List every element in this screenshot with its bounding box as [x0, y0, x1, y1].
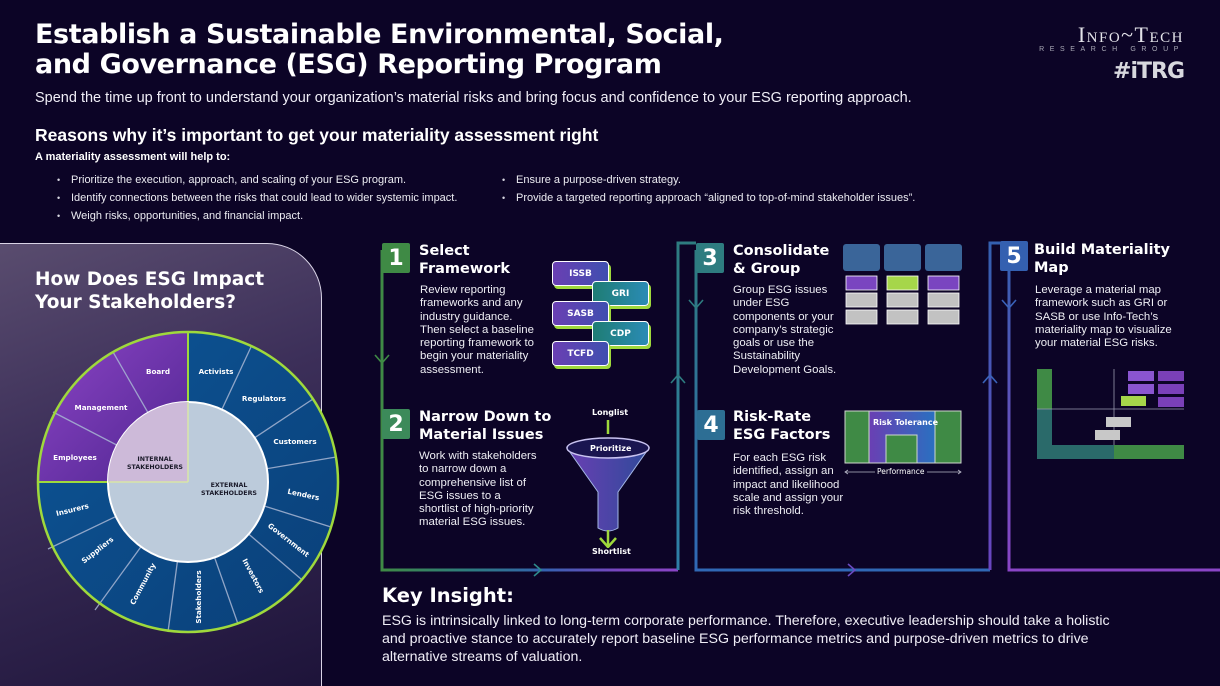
- step-5-title-line-1: Build Materiality: [1034, 242, 1170, 258]
- key-insight-body: ESG is intrinsically linked to long-term…: [382, 613, 1110, 665]
- performance-axis-label: Performance: [875, 467, 927, 476]
- step-3-title-line-1: Consolidate: [733, 243, 830, 259]
- stakeholder-title-line-2: Your Stakeholders?: [35, 292, 237, 313]
- segment-customers: Customers: [273, 437, 316, 446]
- step-2-title-line-2: Material Issues: [419, 427, 544, 443]
- step-5-badge: 5: [1000, 241, 1028, 271]
- framework-gri: GRI: [592, 281, 649, 306]
- funnel-longlist-label: Longlist: [592, 408, 629, 417]
- key-insight-heading: Key Insight:: [382, 584, 514, 607]
- reasons-intro: A materiality assessment will help to:: [35, 151, 231, 163]
- stakeholder-title-line-1: How Does ESG Impact: [35, 269, 265, 290]
- title-line-2: and Governance (ESG) Reporting Program: [35, 49, 662, 80]
- funnel-shortlist-label: Shortlist: [592, 547, 631, 556]
- step-3-title-line-2: & Group: [733, 261, 801, 277]
- stakeholder-title: How Does ESG Impact Your Stakeholders?: [35, 268, 264, 314]
- step-2-badge: 2: [382, 409, 410, 439]
- step-4-title-line-2: ESG Factors: [733, 427, 831, 443]
- materiality-map-icon: [1037, 369, 1184, 459]
- internal-label-2: STAKEHOLDERS: [127, 464, 183, 471]
- step-1-body: Review reporting frameworks and any indu…: [420, 284, 534, 376]
- logo-tagline: RESEARCH GROUP: [1039, 46, 1184, 53]
- step-2-title-line-1: Narrow Down to: [419, 409, 552, 425]
- page-subtitle: Spend the time up front to understand yo…: [35, 90, 912, 106]
- step-2-body: Work with stakeholders to narrow down a …: [419, 450, 537, 529]
- reason-item: Weigh risks, opportunities, and financia…: [55, 207, 457, 225]
- step-1-title-line-2: Framework: [419, 261, 511, 277]
- segment-activists: Activists: [199, 367, 234, 376]
- segment-regulators: Regulators: [242, 394, 286, 403]
- funnel-prioritize-label: Prioritize: [590, 444, 632, 453]
- step-3-body: Group ESG issues under ESG components or…: [733, 284, 837, 376]
- step-3-title: Consolidate & Group: [733, 242, 829, 278]
- step-4-title-line-1: Risk-Rate: [733, 409, 812, 425]
- stakeholder-wheel: Board Management Employees Activists Reg…: [36, 330, 340, 634]
- info-tech-logo: Info~Tech RESEARCH GROUP #iTRG: [1039, 22, 1185, 84]
- step-4-badge: 4: [697, 410, 725, 440]
- segment-employees: Employees: [53, 453, 97, 462]
- step-1-title: Select Framework: [419, 242, 510, 278]
- step-3-badge: 3: [696, 243, 724, 273]
- reasons-list-2: Ensure a purpose-driven strategy. Provid…: [500, 171, 915, 207]
- segment-board: Board: [146, 367, 170, 376]
- step-2-title: Narrow Down to Material Issues: [419, 408, 551, 444]
- step-1-title-line-1: Select: [419, 243, 470, 259]
- grouping-grid-icon: [843, 244, 962, 325]
- step-5-body: Leverage a material map framework such a…: [1035, 284, 1172, 350]
- reason-item: Provide a targeted reporting approach “a…: [500, 189, 915, 207]
- segment-management: Management: [75, 403, 128, 412]
- internal-label: INTERNAL: [137, 456, 172, 463]
- reasons-list-1: Prioritize the execution, approach, and …: [55, 171, 457, 225]
- step-1-badge: 1: [382, 243, 410, 273]
- title-line-1: Establish a Sustainable Environmental, S…: [35, 19, 724, 50]
- logo-name: Info~Tech: [1077, 22, 1184, 47]
- reason-item: Prioritize the execution, approach, and …: [55, 171, 457, 189]
- step-5-title: Build Materiality Map: [1034, 241, 1170, 277]
- step-4-title: Risk-Rate ESG Factors: [733, 408, 830, 444]
- risk-tolerance-chart: [844, 410, 962, 475]
- page-title: Establish a Sustainable Environmental, S…: [35, 20, 835, 80]
- framework-tcfd: TCFD: [552, 341, 609, 366]
- external-label-2: STAKEHOLDERS: [201, 490, 257, 497]
- step-5-title-line-2: Map: [1034, 260, 1069, 276]
- reasons-heading: Reasons why it’s important to get your m…: [35, 125, 599, 145]
- funnel-icon: [566, 420, 650, 548]
- risk-tolerance-label: Risk Tolerance: [873, 418, 939, 427]
- step-4-body: For each ESG risk identified, assign an …: [733, 452, 844, 518]
- reason-item: Identify connections between the risks t…: [55, 189, 457, 207]
- external-label: EXTERNAL: [211, 482, 248, 489]
- logo-hashtag: #iTRG: [1113, 59, 1185, 84]
- reason-item: Ensure a purpose-driven strategy.: [500, 171, 915, 189]
- segment-stakeholders: Stakeholders: [194, 570, 203, 623]
